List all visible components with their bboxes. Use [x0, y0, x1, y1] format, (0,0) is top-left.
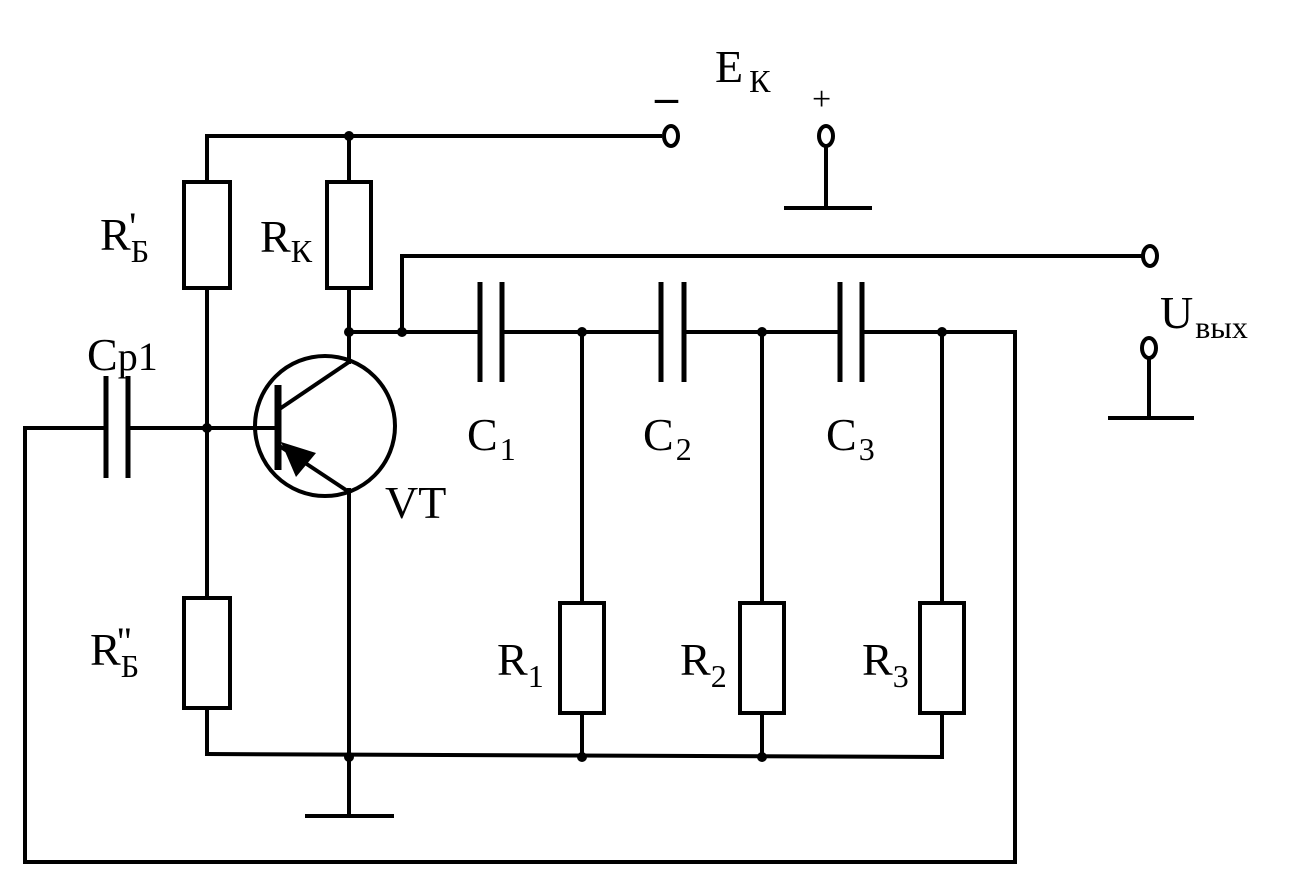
- junction-dot: [577, 752, 587, 762]
- rb-bottom-label: RБ'': [90, 619, 139, 684]
- r1-label: R1: [497, 634, 544, 694]
- emitter-arrow-icon: [281, 442, 316, 477]
- transistor-label: VT: [385, 477, 446, 528]
- output-label: Uвых: [1160, 287, 1248, 345]
- cp1-capacitor: [103, 376, 131, 478]
- rk-label: RК: [260, 211, 313, 269]
- r2-resistor: [738, 601, 786, 715]
- output-ground-wire: [1108, 354, 1194, 420]
- transistor-body: [253, 354, 397, 498]
- c1-capacitor: [477, 282, 505, 382]
- output-terminal-bottom[interactable]: [1140, 336, 1158, 360]
- supply-plus-ground-wire: [784, 142, 872, 210]
- junction-dot: [344, 327, 354, 337]
- cp1-label: Cр1: [87, 329, 158, 380]
- transistor-vt: [253, 354, 397, 498]
- c2-label: C2: [643, 409, 692, 467]
- rk-resistor: [325, 180, 373, 290]
- junction-dot: [577, 327, 587, 337]
- c1-label: C1: [467, 409, 516, 467]
- supply-plus-terminal[interactable]: [817, 124, 835, 148]
- junction-dot: [397, 327, 407, 337]
- r3-label: R3: [862, 634, 909, 694]
- junction-dot: [344, 752, 354, 762]
- c3-label: C3: [826, 409, 875, 467]
- ground-bus-wire: [204, 751, 945, 760]
- output-wire: [400, 254, 1142, 334]
- supply-minus-sign: –: [654, 71, 679, 122]
- rb-top-resistor: [182, 180, 232, 290]
- supply-minus-terminal[interactable]: [662, 124, 680, 148]
- junction-dot: [757, 327, 767, 337]
- feedback-loop-wire: [23, 330, 1017, 864]
- rb-bottom-resistor: [182, 596, 232, 710]
- supply-plus-sign: +: [812, 81, 831, 118]
- junction-dot: [344, 131, 354, 141]
- transistor-collector-lead: [276, 360, 351, 412]
- junction-dot: [202, 423, 212, 433]
- r2-label: R2: [680, 634, 727, 694]
- junction-dot: [937, 327, 947, 337]
- c2-capacitor: [658, 282, 687, 382]
- r3-resistor: [918, 601, 966, 715]
- junction-dot: [757, 752, 767, 762]
- output-terminal-top[interactable]: [1141, 244, 1159, 268]
- r1-resistor: [558, 601, 606, 715]
- rb-top-label: RБ': [100, 204, 149, 269]
- c3-capacitor: [837, 282, 865, 382]
